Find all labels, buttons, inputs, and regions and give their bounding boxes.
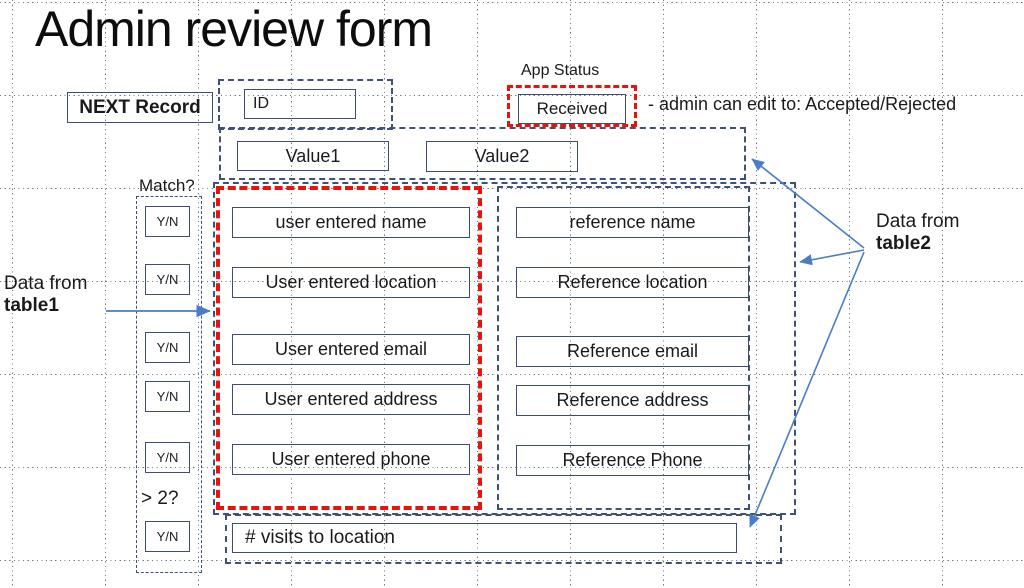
user-email-field-box[interactable]: User entered email (232, 334, 470, 365)
app-status-value-box[interactable]: Received (518, 94, 626, 124)
id-field-container (218, 79, 393, 130)
reference-name-field-box[interactable]: reference name (516, 207, 749, 238)
table2-container (497, 186, 750, 510)
table1-caption-text: Data from (4, 273, 88, 294)
grid-line-vertical (849, 0, 850, 588)
match-yn-location[interactable]: Y/N (145, 264, 190, 295)
id-field-box[interactable]: ID (244, 89, 356, 119)
match-yn-address[interactable]: Y/N (145, 381, 190, 412)
match-column-container (136, 196, 202, 573)
next-record-button[interactable]: NEXT Record (67, 92, 213, 123)
match-yn-email[interactable]: Y/N (145, 332, 190, 363)
user-name-field-box[interactable]: user entered name (232, 207, 470, 238)
reference-location-field-box[interactable]: Reference location (516, 267, 749, 298)
app-status-label: App Status (521, 62, 600, 79)
table2-arrow-middle (799, 249, 865, 266)
reference-email-field-box[interactable]: Reference email (516, 336, 749, 367)
app-status-edit-note: - admin can edit to: Accepted/Rejected (648, 94, 957, 114)
value2-field-box[interactable]: Value2 (426, 141, 578, 172)
value1-field-box[interactable]: Value1 (237, 141, 389, 171)
match-yn-name[interactable]: Y/N (145, 206, 190, 237)
match-yn-phone[interactable]: Y/N (145, 442, 190, 473)
user-phone-field-box[interactable]: User entered phone (232, 444, 470, 475)
table2-caption-text: Data from (876, 211, 960, 232)
reference-address-field-box[interactable]: Reference address (516, 385, 749, 416)
table2-caption-name: table2 (876, 233, 931, 254)
app-status-highlight (507, 85, 637, 127)
table2-caption: Data from table2 (876, 211, 959, 255)
value-fields-container (219, 127, 746, 180)
table1-caption: Data from table1 (4, 273, 87, 317)
user-location-field-box[interactable]: User entered location (232, 267, 470, 298)
user-address-field-box[interactable]: User entered address (232, 384, 470, 415)
visits-field-container (225, 514, 782, 564)
match-label: Match? (139, 176, 195, 195)
match-yn-threshold[interactable]: Y/N (145, 521, 190, 552)
threshold-label: > 2? (141, 488, 179, 509)
reference-phone-field-box[interactable]: Reference Phone (516, 445, 749, 476)
page-title: Admin review form (35, 1, 433, 57)
grid-line-vertical (105, 0, 106, 588)
visits-field-box[interactable]: # visits to location (232, 523, 737, 553)
table1-caption-name: table1 (4, 295, 59, 316)
grid-line-vertical (942, 0, 943, 588)
